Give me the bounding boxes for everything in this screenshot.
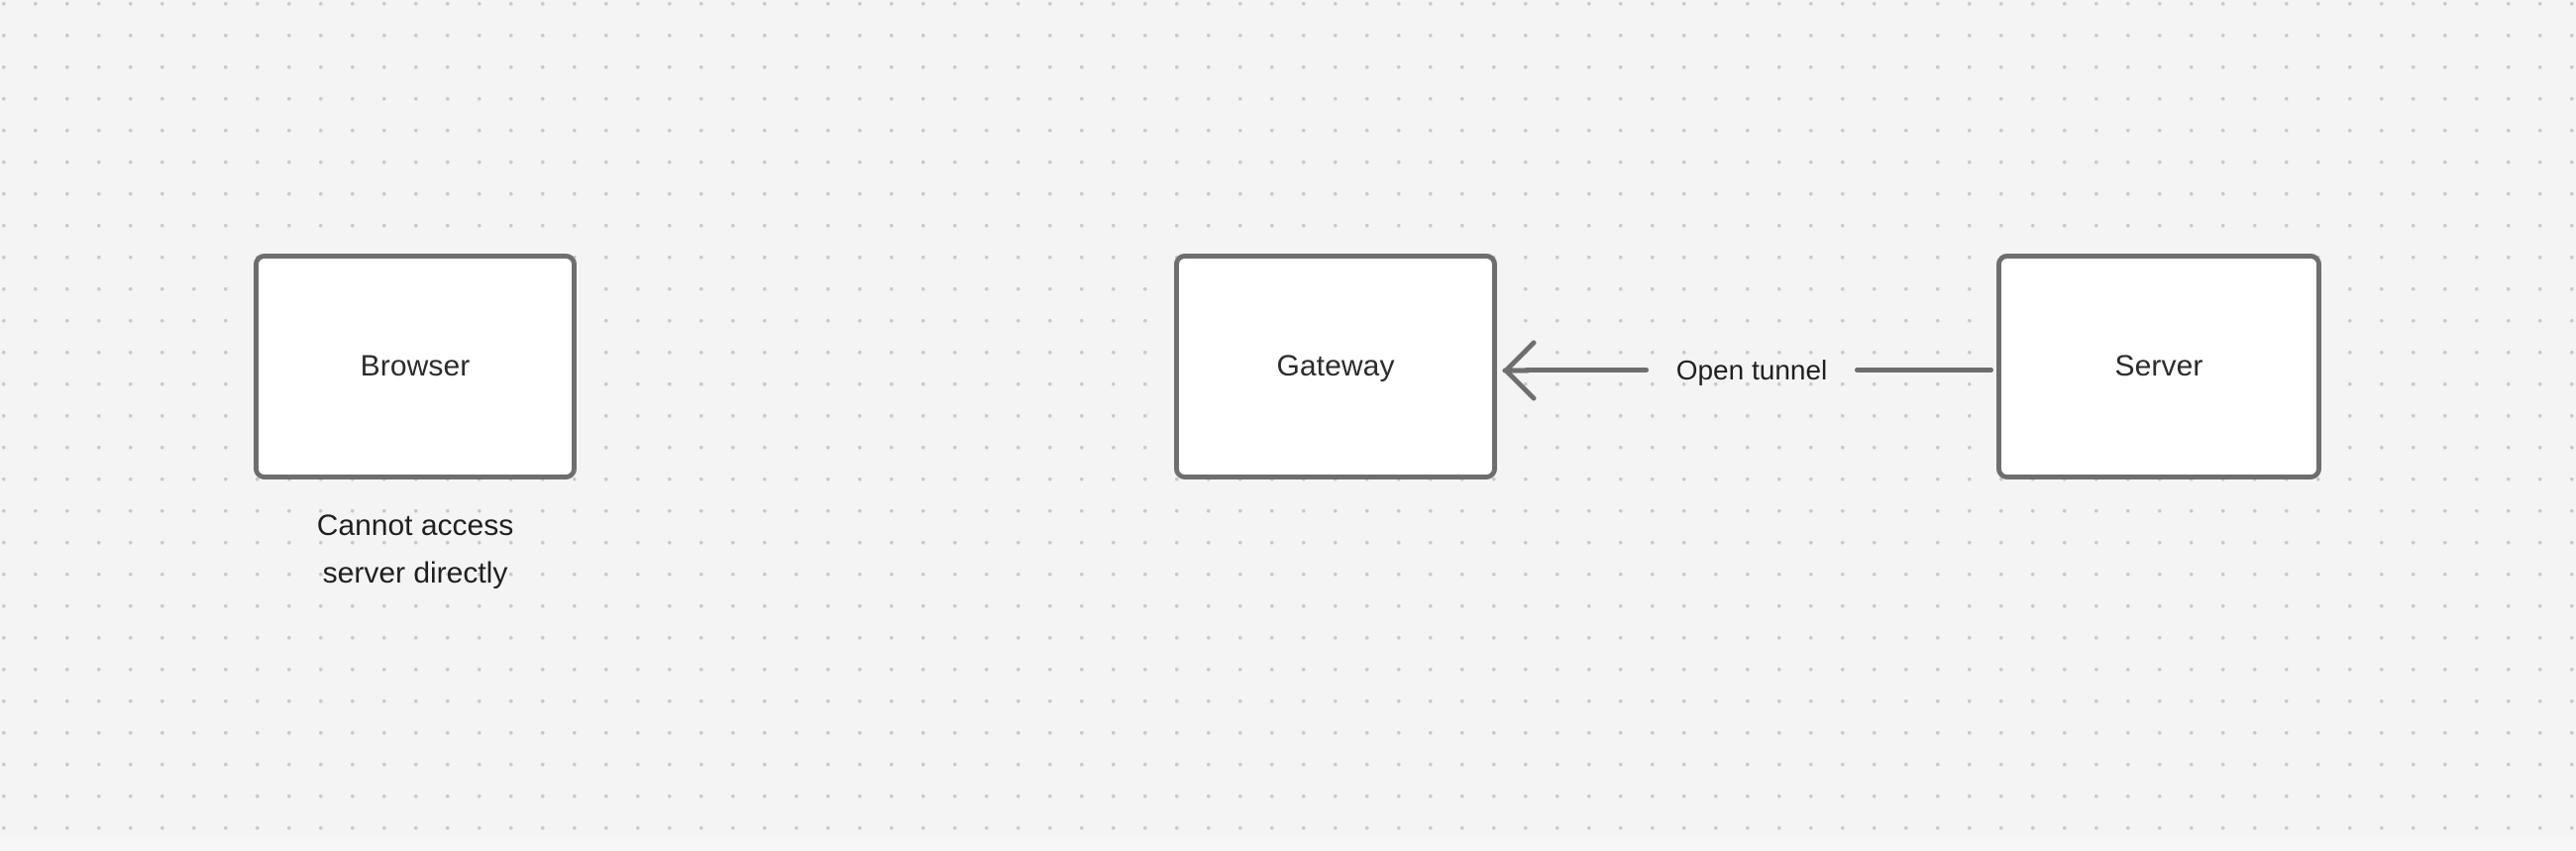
canvas-bottom-strip <box>0 837 2576 851</box>
edge-server-to-gateway-label: Open tunnel <box>1675 355 1828 385</box>
browser-caption-line-1: Cannot access <box>316 509 514 542</box>
node-browser[interactable]: Browser <box>254 254 577 479</box>
browser-caption-line-2: server directly <box>322 557 508 589</box>
browser-caption: Cannot access server directly <box>254 502 577 597</box>
node-server-label: Server <box>2114 350 2203 382</box>
node-browser-label: Browser <box>360 350 471 382</box>
arrow-left-icon <box>1498 337 1546 404</box>
node-gateway-label: Gateway <box>1276 350 1395 382</box>
node-server[interactable]: Server <box>1996 254 2321 479</box>
node-gateway[interactable]: Gateway <box>1174 254 1497 479</box>
edge-server-to-gateway-segment-right <box>1855 368 1993 372</box>
edge-server-to-gateway-segment-left <box>1524 368 1649 372</box>
